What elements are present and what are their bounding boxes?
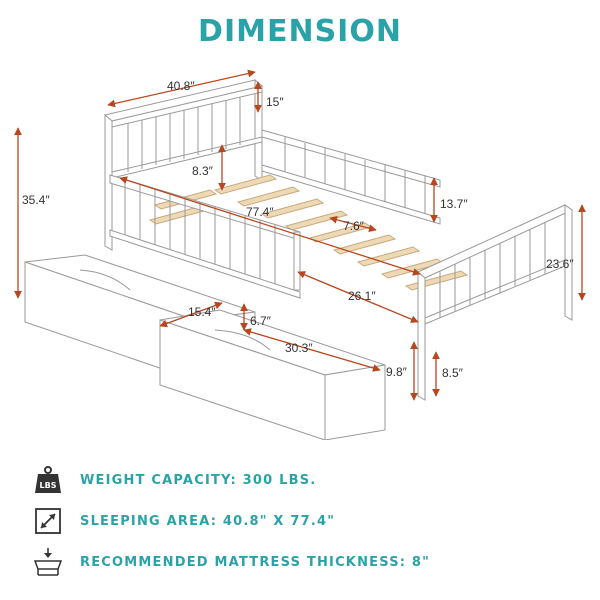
dim-drawer-height: 6.7″: [250, 314, 272, 328]
dim-headboard-top: 15″: [266, 95, 284, 109]
spec-weight-row: LBS WEIGHT CAPACITY: 300 LBS.: [30, 462, 316, 498]
diagonal-arrow-icon: [30, 503, 66, 539]
dim-headboard-gap: 8.3″: [192, 164, 214, 178]
dim-drawer-length: 30.3″: [285, 341, 313, 355]
dim-drawer-width: 15.4″: [188, 305, 216, 319]
drawers: [24, 254, 386, 440]
weight-icon: LBS: [30, 462, 66, 498]
weight-icon-label: LBS: [40, 481, 57, 490]
headboard: [103, 78, 264, 251]
dim-inner-length: 26.1″: [348, 289, 376, 303]
spec-mattress-row: RECOMMENDED MATTRESS THICKNESS: 8": [30, 544, 430, 580]
spec-sleeping-row: SLEEPING AREA: 40.8" X 77.4": [30, 503, 335, 539]
page-title: DIMENSION: [198, 14, 402, 49]
spec-sleeping-text: SLEEPING AREA: 40.8" X 77.4": [80, 513, 336, 529]
dim-footboard-height: 13.7″: [440, 197, 468, 211]
dim-under-bed: 9.8″: [386, 365, 408, 379]
dim-total-height: 35.4″: [22, 193, 50, 207]
footboard: [417, 204, 573, 401]
dim-headboard-width: 40.8″: [167, 79, 195, 93]
dimension-arrows: [14, 69, 586, 401]
mattress-icon: [30, 544, 66, 580]
dim-slat-gap: 7.6″: [343, 219, 365, 233]
bed-diagram: 40.8″ 15″ 8.3″ 35.4″ 13.7″ 23.6″ 77.4″ 7…: [14, 69, 586, 440]
spec-weight-text: WEIGHT CAPACITY: 300 LBS.: [80, 472, 317, 488]
dim-length: 77.4″: [246, 205, 274, 219]
dim-footboard-total: 23.6″: [546, 257, 574, 271]
spec-mattress-text: RECOMMENDED MATTRESS THICKNESS: 8": [80, 554, 431, 570]
dim-leg-height: 8.5″: [442, 366, 464, 380]
